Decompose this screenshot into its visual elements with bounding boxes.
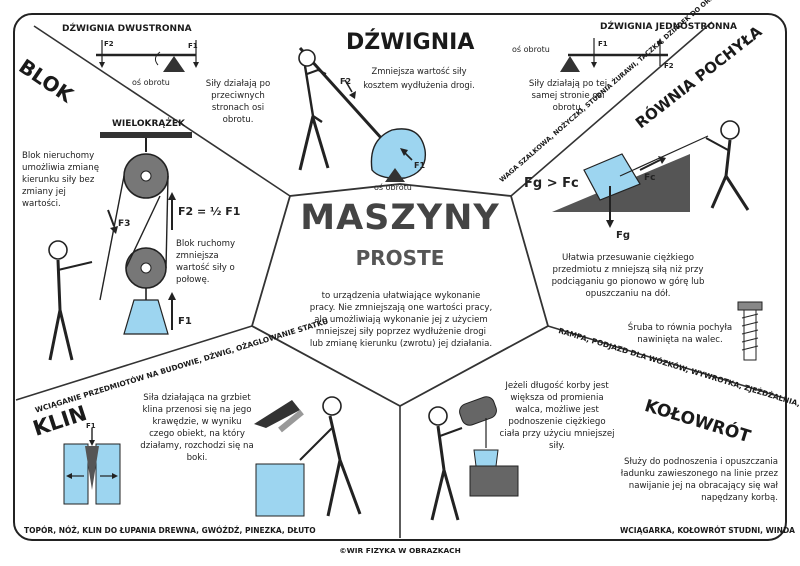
blok-text-fixed: Blok nieruchomy umożliwia zmianę kierunk… — [22, 151, 100, 209]
klin-text: Siła działająca na grzbiet klina przenos… — [140, 393, 254, 463]
center-title-1: MASZYNY — [300, 198, 500, 238]
klin-examples: TOPÓR, NÓŻ, KLIN DO ŁUPANIA DREWNA, GWÓŹ… — [24, 526, 316, 535]
blok-f1-label: F1 — [178, 316, 192, 327]
dzwignia-f2-label: F2 — [340, 77, 352, 86]
jednostronna-text: Siły działają po tej samej stronie osi o… — [528, 79, 608, 113]
dwustronna-text: Siły działają po przeciwnych stronach os… — [205, 79, 271, 125]
center-title-2: PROSTE — [355, 246, 445, 270]
jednostronna-axis-label: oś obrotu — [512, 45, 550, 54]
rownia-inequality: Fg > Fc — [524, 176, 579, 191]
blok-text-moving: Blok ruchomy zmniejsza wartość siły o po… — [176, 239, 236, 285]
blok-f3-label: F3 — [118, 219, 131, 229]
rownia-text: Ułatwia przesuwanie ciężkiego przedmiotu… — [551, 253, 705, 299]
dzwignia-f1-label: F1 — [414, 161, 426, 170]
rownia-fc-label: Fc — [644, 173, 656, 183]
dwustronna-f1-label: F1 — [188, 42, 198, 50]
rownia-fg-label: Fg — [616, 230, 630, 241]
footer-credit: ©WIR FIZYKA W OBRAZKACH — [339, 546, 461, 555]
jednostronna-f1-label: F1 — [598, 40, 608, 48]
kolowrot-examples: WCIĄGARKA, KOŁOWRÓT STUDNI, WINDA — [620, 526, 795, 535]
kolowrot-text-1: Jeżeli długość korby jest większa od pro… — [499, 381, 615, 451]
dwustronna-title: DŹWIGNIA DWUSTRONNA — [62, 24, 192, 34]
blok-formula: F2 = ½ F1 — [178, 205, 241, 218]
kolowrot-text-2: Służy do podnoszenia i opuszczania ładun… — [620, 457, 778, 503]
wielokrazek-label: WIELOKRĄŻEK — [112, 119, 186, 129]
dzwignia-axis-label: oś obrotu — [374, 183, 412, 192]
jednostronna-title: DŹWIGNIA JEDNOSTRONNA — [600, 22, 738, 32]
screw-text: Śruba to równia pochyła nawinięta na wal… — [627, 323, 733, 345]
dwustronna-f2-label: F2 — [104, 40, 114, 48]
dzwignia-text: Zmniejsza wartość siły kosztem wydłużeni… — [363, 66, 475, 90]
dwustronna-axis-label: oś obrotu — [132, 78, 170, 87]
klin-f1-label: F1 — [86, 422, 96, 430]
center-description: to urządzenia ułatwiające wykonanie prac… — [309, 291, 493, 349]
dzwignia-title: DŹWIGNIA — [346, 30, 475, 55]
jednostronna-f2-label: F2 — [664, 62, 674, 70]
